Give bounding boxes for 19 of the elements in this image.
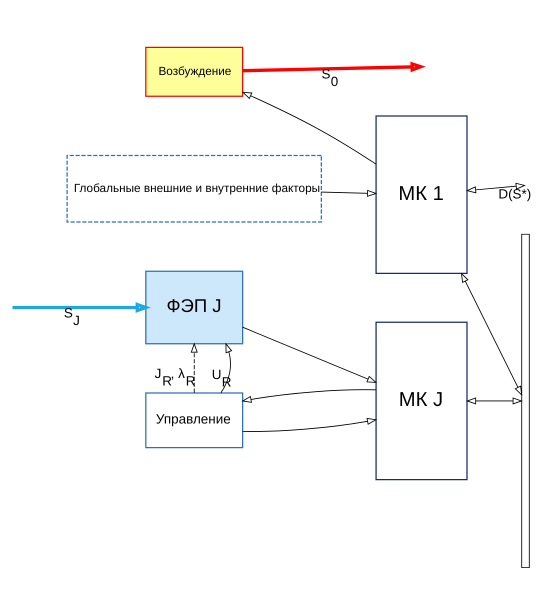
- arrow: [242, 91, 376, 164]
- node-box: Глобальные внешние и внутренние факторы: [66, 154, 322, 222]
- arrow: [466, 396, 523, 404]
- arrow: [242, 417, 378, 432]
- node-box: ФЭП J: [145, 270, 244, 344]
- arrow: [320, 189, 378, 196]
- arrow: [242, 326, 378, 382]
- node-box: МК J: [375, 321, 468, 480]
- arrow: [460, 272, 522, 396]
- arrow: [242, 61, 426, 72]
- node-box: Управление: [145, 392, 244, 448]
- node-box: Возбуждение: [145, 46, 244, 96]
- edge-label: D(S*): [498, 186, 532, 202]
- arrow: [241, 388, 376, 402]
- node-box: МК 1: [375, 114, 468, 274]
- arrow: [466, 182, 526, 193]
- arrow: [12, 302, 151, 312]
- arrow: [190, 342, 198, 393]
- node-bar: [521, 233, 530, 568]
